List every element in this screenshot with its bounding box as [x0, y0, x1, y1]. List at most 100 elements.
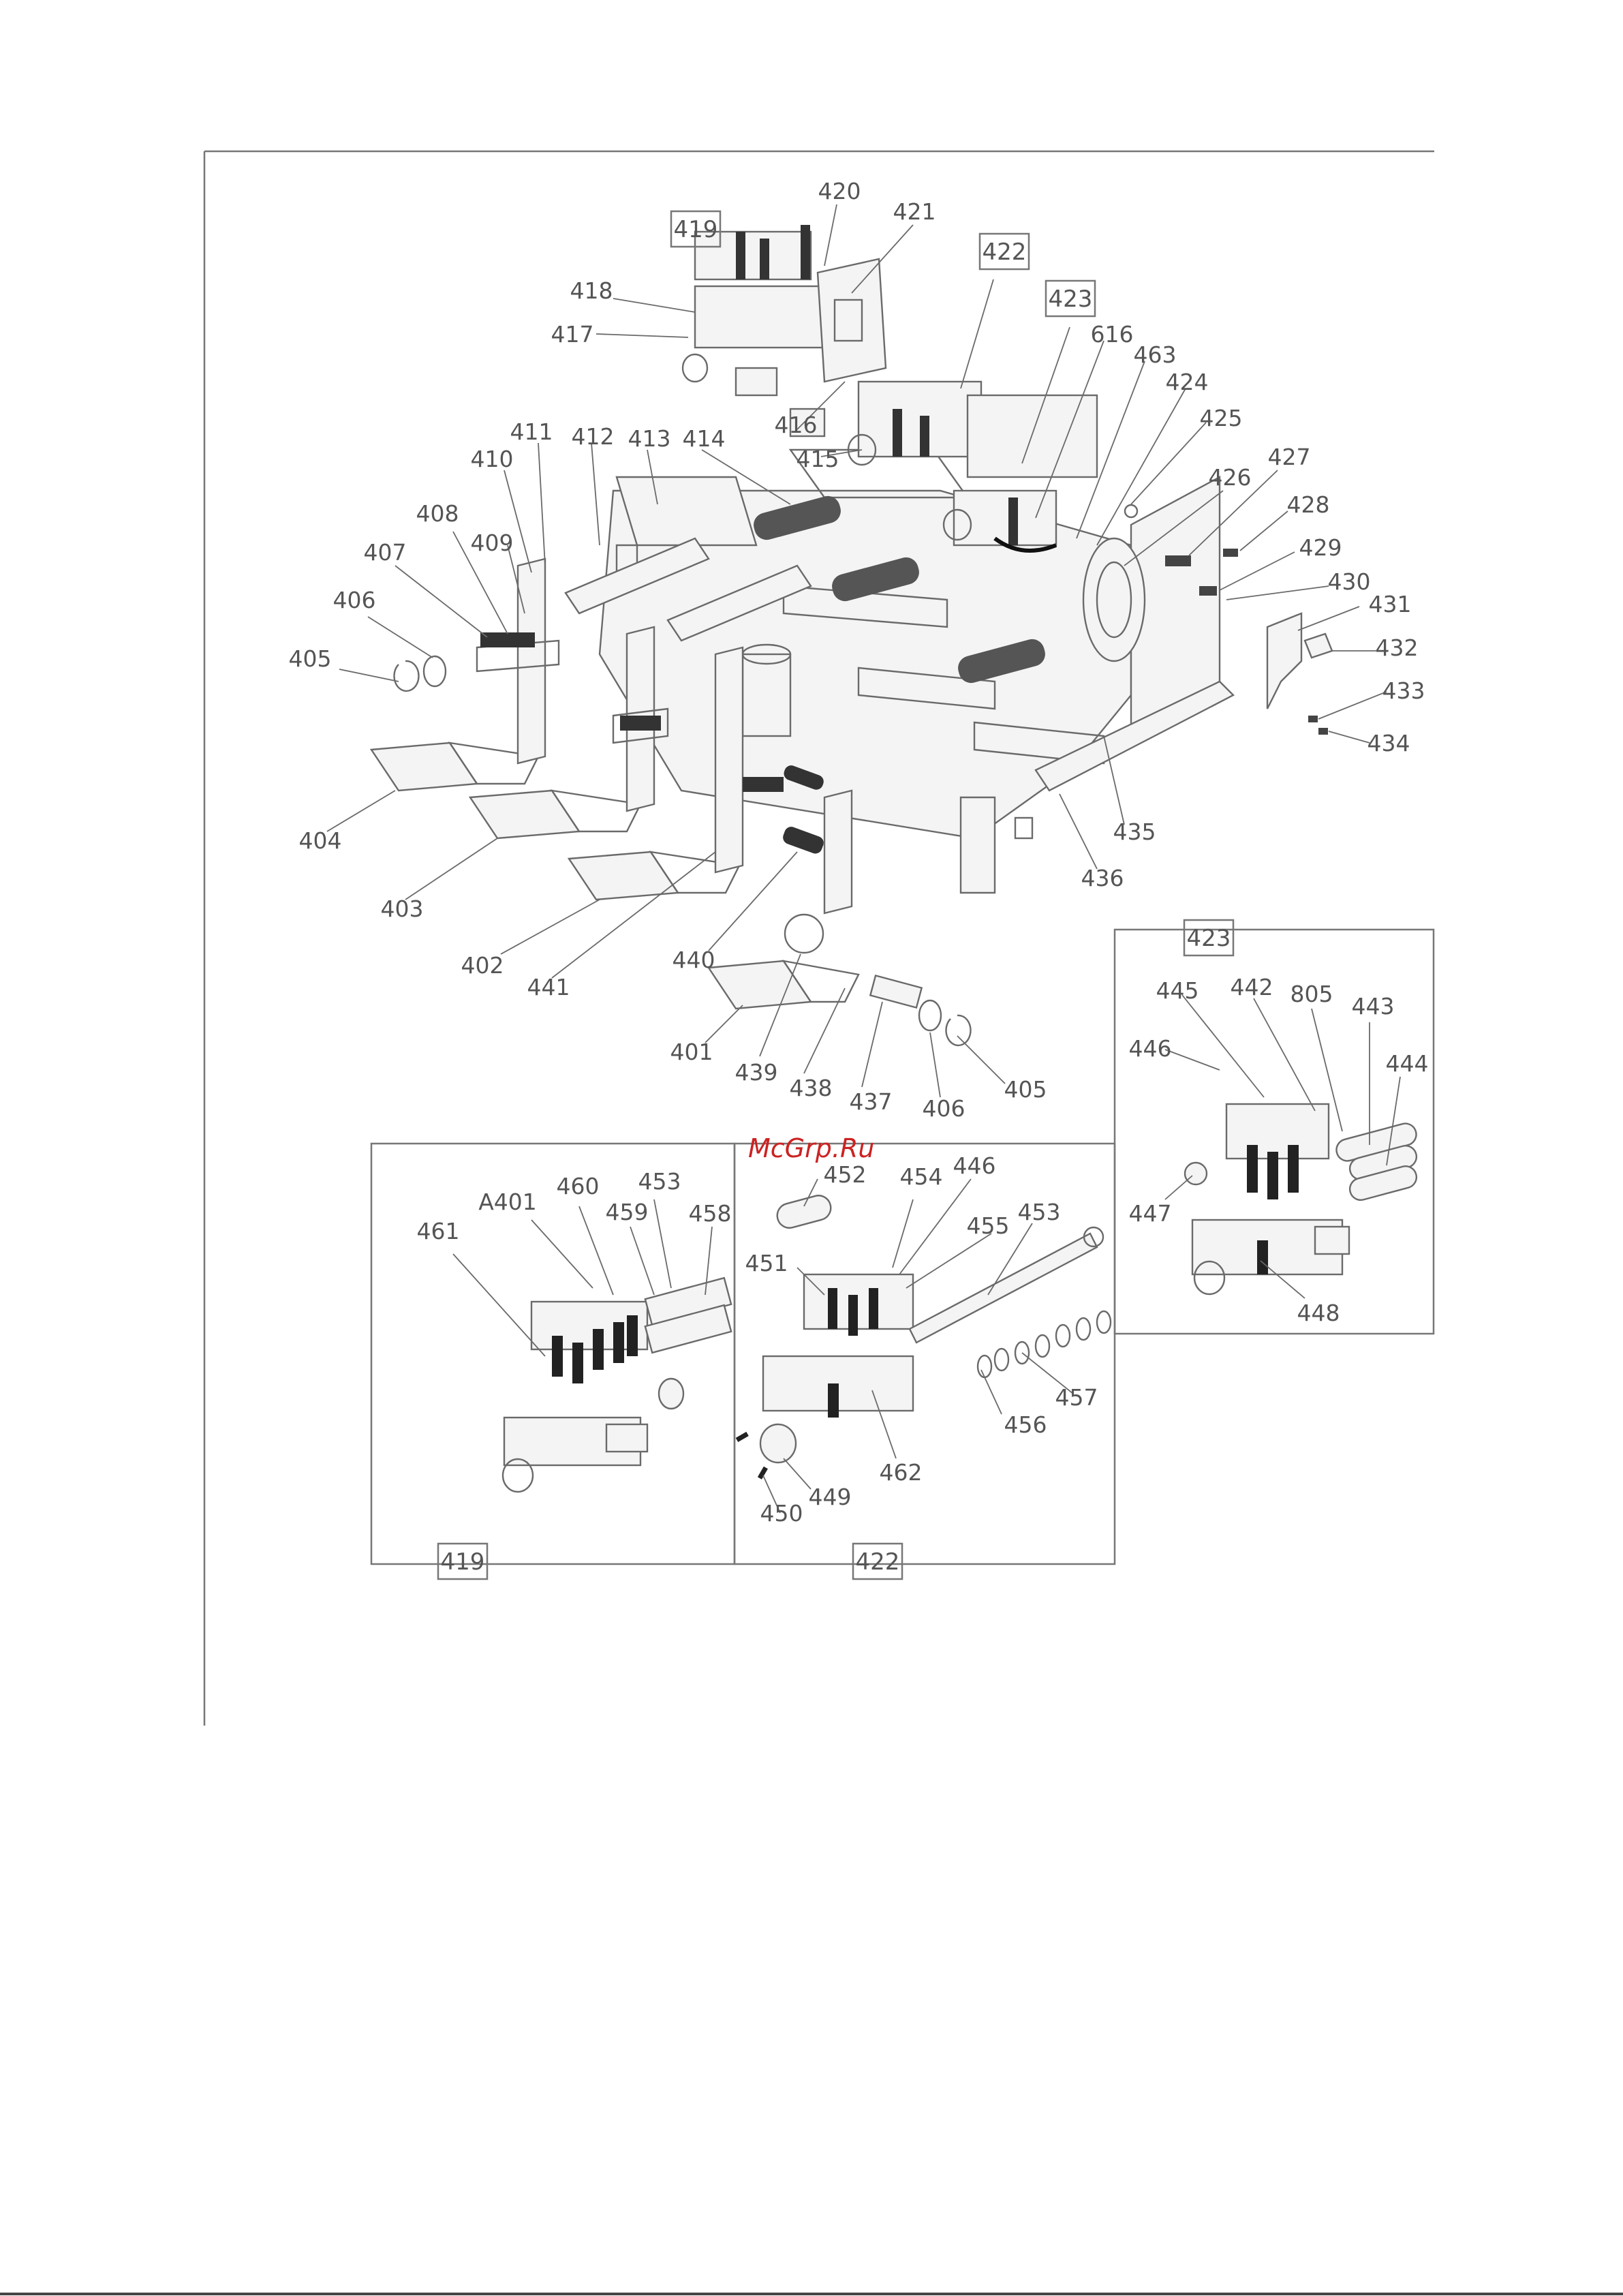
label-421: 421	[893, 198, 936, 225]
box-423-callout: 423	[1045, 279, 1096, 318]
label-420: 420	[818, 178, 861, 204]
label-446: 446	[1129, 1035, 1172, 1062]
label-403: 403	[381, 896, 424, 922]
panel-419-tag: 419	[437, 1542, 489, 1580]
label-415: 415	[797, 446, 839, 472]
label-430: 430	[1328, 568, 1371, 595]
valve-body-421	[816, 258, 887, 383]
label-413: 413	[628, 425, 671, 452]
long-link-435	[959, 680, 1235, 894]
label-805: 805	[1290, 981, 1333, 1007]
label-616: 616	[1091, 321, 1134, 348]
label-435: 435	[1113, 818, 1156, 845]
label-453b: 453	[638, 1168, 681, 1195]
label-442: 442	[1231, 974, 1273, 1000]
label-406: 406	[333, 587, 376, 613]
seal-rings-456-457	[976, 1310, 1112, 1379]
label-434: 434	[1367, 730, 1410, 756]
label-417: 417	[551, 321, 594, 348]
label-427: 427	[1268, 444, 1311, 470]
label-436: 436	[1081, 865, 1124, 891]
detail-419-assembly	[501, 1276, 732, 1493]
svg-text:423: 423	[1187, 925, 1231, 952]
label-A401: A401	[478, 1189, 537, 1215]
label-448: 448	[1297, 1300, 1340, 1326]
label-402: 402	[461, 952, 504, 979]
label-444: 444	[1386, 1050, 1429, 1077]
label-440: 440	[673, 947, 715, 973]
label-452: 452	[824, 1161, 867, 1188]
label-461: 461	[417, 1218, 460, 1244]
label-451: 451	[745, 1250, 788, 1276]
lever-bars	[564, 537, 812, 737]
label-454: 454	[900, 1163, 943, 1190]
svg-text:422: 422	[983, 239, 1027, 266]
panel-422-frame	[733, 1142, 1116, 1565]
springs	[754, 495, 1045, 854]
label-446b: 446	[953, 1152, 996, 1179]
label-447: 447	[1129, 1200, 1172, 1227]
label-405b: 405	[1004, 1076, 1047, 1103]
watermark: McGrp.Ru	[748, 1133, 874, 1163]
label-443: 443	[1352, 993, 1395, 1020]
label-414: 414	[683, 425, 726, 452]
label-449: 449	[809, 1484, 852, 1510]
svg-text:423: 423	[1049, 286, 1093, 313]
label-410: 410	[471, 446, 514, 472]
label-409: 409	[471, 530, 514, 556]
label-438: 438	[790, 1075, 833, 1101]
valve-block-419-top	[681, 225, 826, 397]
label-425: 425	[1200, 405, 1243, 431]
label-406b: 406	[923, 1095, 965, 1122]
label-431: 431	[1369, 591, 1412, 617]
label-429: 429	[1299, 534, 1342, 561]
valve-block-422-top	[789, 380, 983, 466]
label-424: 424	[1166, 369, 1209, 395]
svg-text:422: 422	[856, 1548, 900, 1576]
leader-lines	[326, 204, 1401, 1514]
label-401: 401	[670, 1039, 713, 1065]
label-457: 457	[1055, 1384, 1098, 1411]
label-408: 408	[416, 500, 459, 527]
label-441: 441	[527, 974, 570, 1000]
side-bracket-plate	[1082, 475, 1221, 738]
svg-text:419: 419	[674, 216, 718, 243]
label-426: 426	[1209, 464, 1252, 491]
label-432: 432	[1376, 634, 1419, 661]
pedal-404	[369, 557, 560, 792]
label-407: 407	[364, 539, 407, 566]
bracket-431	[1266, 612, 1333, 709]
pedal-402	[567, 646, 744, 901]
washer-406-clip-405	[393, 632, 784, 792]
label-405: 405	[289, 645, 332, 672]
label-459: 459	[606, 1199, 649, 1225]
label-462: 462	[880, 1459, 923, 1486]
label-453: 453	[1018, 1199, 1061, 1225]
label-437: 437	[850, 1088, 893, 1115]
valve-block-423-top	[942, 394, 1098, 553]
panel-422-tag: 422	[852, 1542, 903, 1580]
svg-text:419: 419	[441, 1548, 485, 1576]
detail-422-assembly	[735, 1195, 1112, 1480]
label-460: 460	[557, 1173, 600, 1199]
pedal-401	[707, 789, 972, 1047]
part-labels: 420 421 418 417 616 463 424 425 416 415 …	[289, 178, 1429, 1527]
label-445: 445	[1156, 977, 1199, 1004]
label-463: 463	[1134, 341, 1177, 368]
label-418: 418	[570, 277, 613, 304]
label-411: 411	[510, 418, 553, 445]
label-412: 412	[572, 423, 615, 450]
label-455: 455	[967, 1212, 1010, 1239]
pedal-403	[468, 626, 655, 840]
label-439: 439	[735, 1059, 778, 1086]
label-450: 450	[760, 1500, 803, 1527]
label-458: 458	[689, 1200, 732, 1227]
box-422-callout: 422	[978, 232, 1030, 271]
label-428: 428	[1287, 491, 1330, 518]
box-419-callout: 419	[670, 210, 722, 248]
label-404: 404	[299, 827, 342, 854]
panel-423-tag: 423	[1183, 919, 1235, 957]
panel-423-frame	[1113, 928, 1435, 1335]
